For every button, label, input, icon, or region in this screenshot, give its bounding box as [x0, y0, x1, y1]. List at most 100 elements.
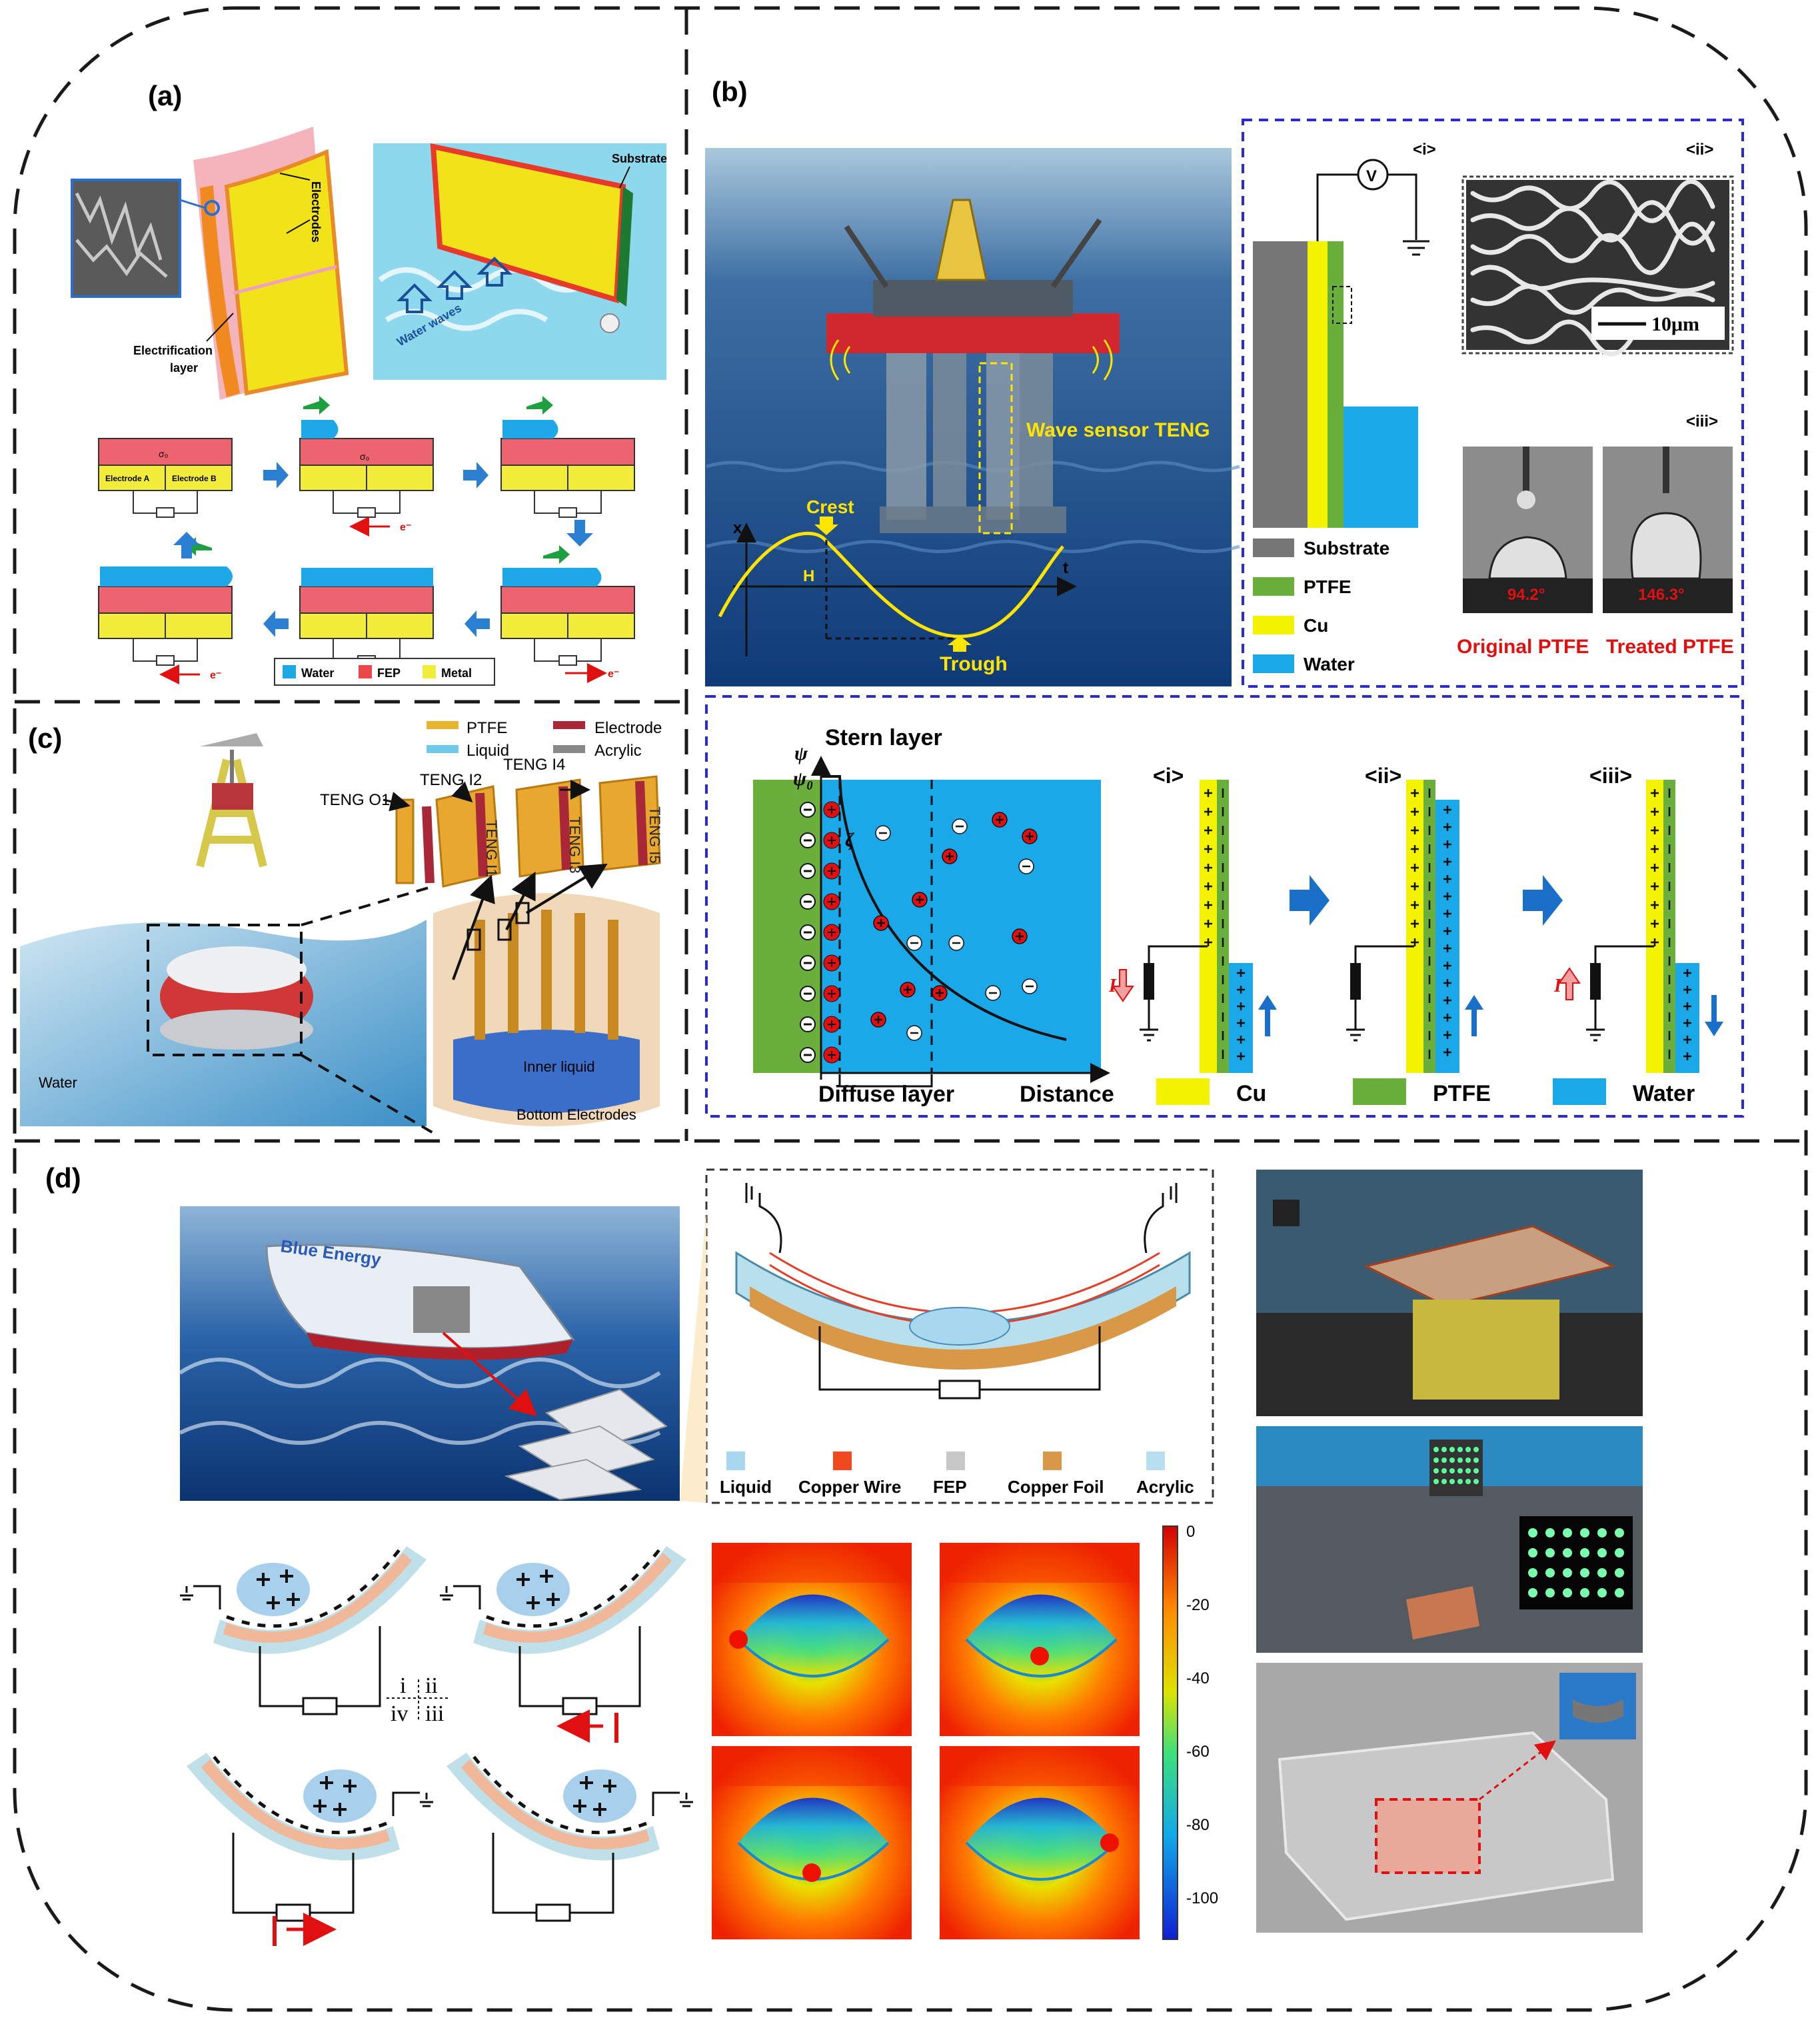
plus-sign — [1411, 808, 1419, 816]
substrate-side — [616, 187, 633, 307]
droplet-marker — [1100, 1833, 1119, 1852]
led-dot — [1433, 1479, 1439, 1484]
legend-b2-ptfe: PTFE — [1433, 1081, 1491, 1106]
led-dot — [1580, 1568, 1589, 1577]
needle-1 — [1523, 447, 1529, 497]
plus-sign — [1443, 892, 1451, 900]
svg-text:e⁻: e⁻ — [608, 668, 619, 680]
led-dot — [1457, 1458, 1463, 1463]
led-dot — [1465, 1458, 1471, 1463]
droplet-charges — [313, 1776, 357, 1816]
state-arrow-2 — [1523, 875, 1563, 926]
positive-sign — [1026, 832, 1034, 840]
legend-b-water-swatch — [1253, 654, 1294, 673]
positive-sign — [828, 836, 836, 844]
circuit-wire — [492, 1833, 614, 1914]
plus-sign — [1683, 986, 1691, 994]
droplet-photo-1-base — [1463, 578, 1593, 613]
cbar-tick-40: -40 — [1186, 1669, 1210, 1687]
arc-foil — [223, 1553, 412, 1643]
legend-b2-cu-swatch — [1156, 1078, 1210, 1105]
led-dot — [1580, 1588, 1589, 1597]
sine-wave — [718, 532, 1064, 638]
photo-led-inset — [1519, 1516, 1633, 1609]
led-dot — [1597, 1548, 1607, 1557]
svg-text:I: I — [1108, 976, 1117, 996]
electrification-label-2: layer — [170, 361, 198, 375]
buoy-zoom-box — [147, 924, 303, 1056]
sem-frame — [1461, 175, 1734, 355]
crest-arrow — [814, 516, 838, 535]
electrification-leader — [206, 313, 234, 342]
legend-c-liquid: Liquid — [466, 742, 509, 760]
positive-sign — [828, 928, 836, 936]
ground-icon — [440, 1585, 481, 1609]
step-arrow-2 — [463, 462, 488, 489]
plot-t-label: t — [1063, 559, 1068, 577]
sem-inset — [71, 179, 181, 298]
leg-left — [886, 353, 926, 520]
psi0-label: ψ₀ — [793, 768, 814, 790]
plus-sign — [1651, 938, 1659, 946]
led-dot — [1433, 1447, 1439, 1452]
ground-left — [745, 1183, 782, 1254]
plus-sign — [1443, 858, 1451, 866]
inner-liquid-label: Inner liquid — [523, 1058, 595, 1075]
zoom-line-2 — [300, 1054, 435, 1134]
quad-iii: iii — [425, 1701, 444, 1726]
legend-b2-water: Water — [1633, 1081, 1695, 1106]
led-dot — [1545, 1528, 1555, 1537]
plus-sign — [1443, 1048, 1451, 1056]
led-dot — [1457, 1468, 1463, 1474]
voltmeter-label: V — [1366, 167, 1377, 185]
quadrant-diagrams — [180, 1546, 693, 1946]
photo-tank-highlight — [1375, 1798, 1481, 1874]
plus-sign — [1683, 1036, 1691, 1044]
positive-sign — [916, 896, 924, 904]
state-signs — [1204, 788, 1691, 1060]
photo-tank-inset-arc — [1573, 1699, 1623, 1723]
leg-right — [1020, 353, 1053, 506]
step-arrow-down — [566, 520, 593, 546]
plus-sign — [1651, 920, 1659, 928]
legend-b-ptfe-swatch — [1253, 577, 1294, 596]
legend-c-liquid-swatch — [427, 745, 458, 753]
colorbar — [1162, 1525, 1178, 1940]
svg-text:Electrode A: Electrode A — [105, 474, 150, 483]
edl-ions — [800, 801, 1038, 1064]
ship-module — [413, 1286, 470, 1333]
teng-arrow-3 — [525, 863, 608, 914]
potential-region — [738, 1797, 888, 1879]
led-dot — [1597, 1568, 1607, 1577]
charge-diagram — [187, 1753, 433, 1922]
led-dot — [1615, 1588, 1624, 1597]
charge-diagram — [440, 1546, 686, 1715]
drop-2 — [1630, 512, 1702, 580]
legend-c-acrylic: Acrylic — [594, 742, 642, 760]
led-dot — [1465, 1447, 1471, 1452]
svg-text:I: I — [1553, 976, 1562, 996]
led-dots — [1433, 1447, 1624, 1597]
sem-pattern — [1470, 179, 1715, 357]
ground-icon — [392, 1791, 433, 1816]
led-dot — [1449, 1479, 1455, 1484]
teng-arrow-2 — [505, 871, 536, 930]
water-label-c: Water — [39, 1074, 77, 1091]
schematic-wire — [1316, 173, 1417, 241]
legend-b-substrate: Substrate — [1304, 538, 1389, 558]
led-dot — [1563, 1528, 1572, 1537]
heatmaps — [712, 1543, 1140, 1939]
ship-arrow — [442, 1332, 537, 1417]
led-dot — [1457, 1447, 1463, 1452]
bowl-outline — [737, 1638, 890, 1677]
ground-icon — [180, 1585, 221, 1609]
positive-sign — [874, 1016, 882, 1024]
legend-d-wire-swatch — [833, 1452, 852, 1470]
legend-d-wire: Copper Wire — [798, 1477, 901, 1497]
stack-3 — [504, 1458, 642, 1501]
leg-left-2 — [933, 353, 966, 506]
led-dot — [1615, 1528, 1624, 1537]
plus-sign — [1237, 986, 1245, 994]
mechanism-2: σ₀ e⁻ — [299, 396, 434, 536]
teng-arrow-1 — [452, 874, 495, 980]
